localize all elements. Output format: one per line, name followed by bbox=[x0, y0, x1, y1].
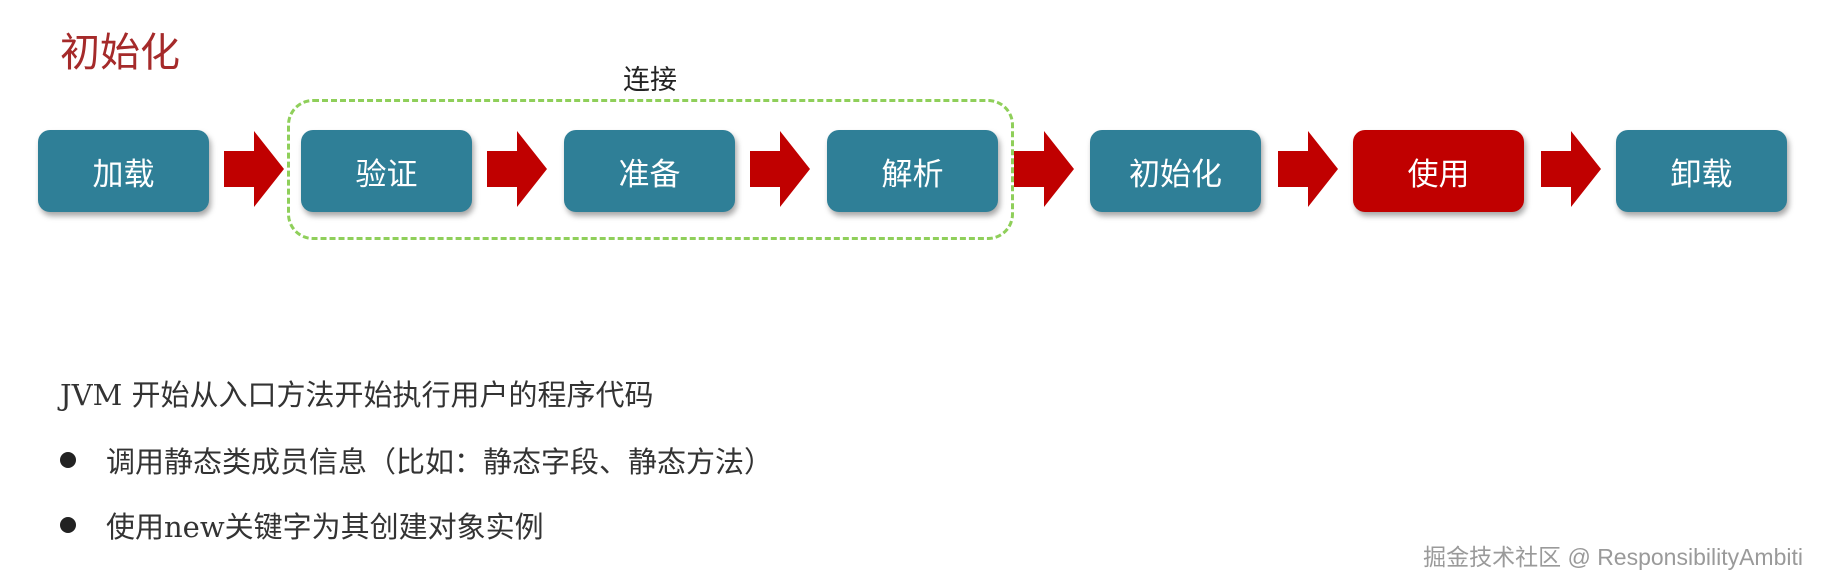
connection-group-box bbox=[287, 99, 1014, 240]
stage-verification: 验证 bbox=[301, 130, 472, 212]
stage-label: 加载 bbox=[92, 156, 155, 193]
stage-preparation: 准备 bbox=[564, 130, 735, 212]
stage-initialization: 初始化 bbox=[1090, 130, 1261, 212]
connection-group-label: 连接 bbox=[623, 65, 677, 96]
bullet-item: 调用静态类成员信息（比如：静态字段、静态方法） bbox=[60, 440, 773, 480]
arrow-right-icon bbox=[1278, 131, 1338, 207]
stage-label: 初始化 bbox=[1129, 156, 1222, 193]
bullet-text: 调用静态类成员信息（比如：静态字段、静态方法） bbox=[106, 445, 774, 479]
bullet-item: 使用new关键字为其创建对象实例 bbox=[60, 505, 544, 545]
stage-resolution: 解析 bbox=[827, 130, 998, 212]
description-text: JVM 开始从入口方法开始执行用户的程序代码 bbox=[60, 378, 654, 412]
stage-usage: 使用 bbox=[1353, 130, 1524, 212]
stage-unloading: 卸载 bbox=[1616, 130, 1787, 212]
bullet-text: 使用new关键字为其创建对象实例 bbox=[106, 510, 544, 544]
stage-label: 使用 bbox=[1407, 156, 1470, 193]
stage-loading: 加载 bbox=[38, 130, 209, 212]
stage-label: 解析 bbox=[881, 156, 944, 193]
bullet-dot-icon bbox=[60, 452, 76, 468]
arrow-right-icon bbox=[1014, 131, 1074, 207]
bullet-dot-icon bbox=[60, 517, 76, 533]
arrow-right-icon bbox=[750, 131, 810, 207]
arrow-right-icon bbox=[487, 131, 547, 207]
arrow-right-icon bbox=[224, 131, 284, 207]
arrow-right-icon bbox=[1541, 131, 1601, 207]
stage-label: 验证 bbox=[355, 156, 418, 193]
watermark: 掘金技术社区 @ ResponsibilityAmbiti bbox=[1423, 544, 1803, 570]
stage-label: 准备 bbox=[618, 156, 681, 193]
stage-label: 卸载 bbox=[1670, 156, 1733, 193]
page-title: 初始化 bbox=[60, 30, 180, 76]
